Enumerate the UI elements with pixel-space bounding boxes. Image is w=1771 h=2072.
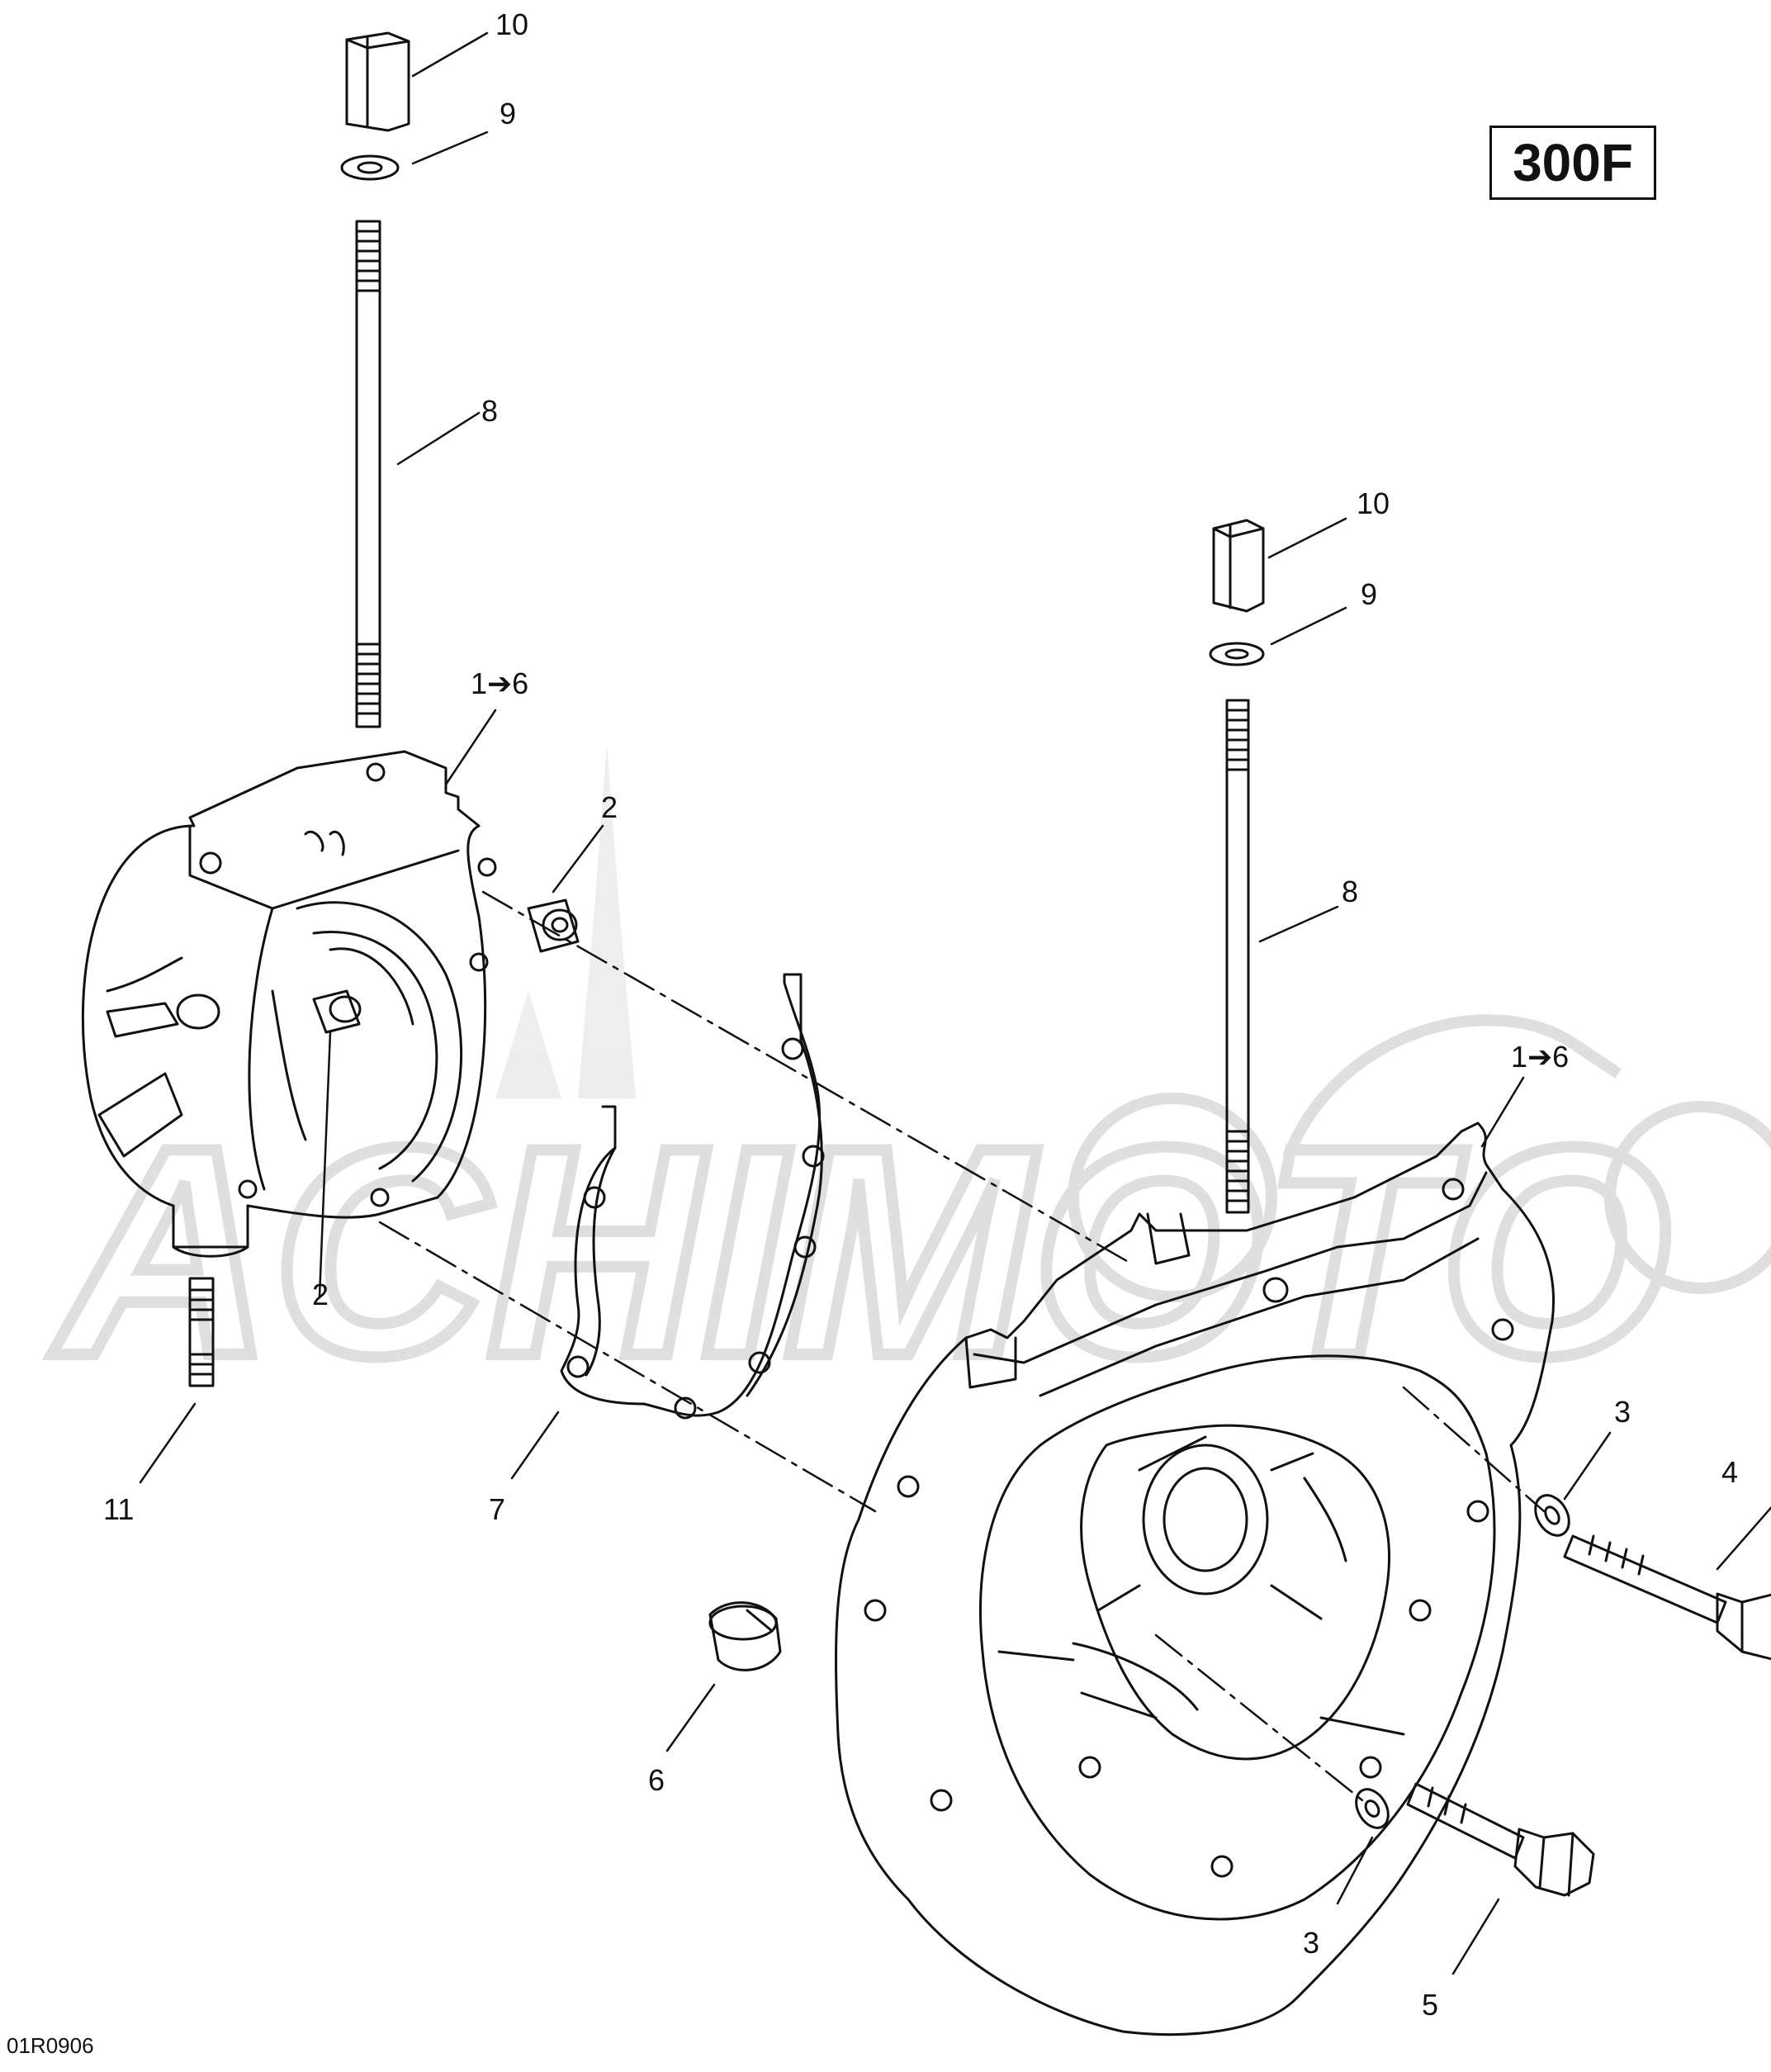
callout-6: 6 [648,1763,665,1797]
figure-code: 01R0906 [7,2033,94,2058]
callout-1to6-left: 1➔6 [471,666,528,700]
watermark-tower [495,743,636,1098]
callout-3-lower: 3 [1303,1926,1319,1960]
washer-upper-right[interactable] [1528,1489,1575,1541]
cylinder-housing-left[interactable] [81,750,497,1258]
crankcase-cover-right[interactable] [835,1121,1555,2036]
hex-nut-right[interactable] [1212,519,1265,613]
callout-1to6-right: 1➔6 [1511,1040,1569,1074]
callout-8-right: 8 [1342,875,1358,908]
callout-7: 7 [489,1492,505,1526]
washer-right[interactable] [1209,642,1265,666]
callout-9-left: 9 [500,97,516,130]
washer-left[interactable] [340,154,400,181]
stud-left[interactable] [355,220,381,728]
callout-10-left: 10 [495,7,528,41]
model-badge: 300F [1489,126,1656,200]
bolt-short[interactable] [1406,1782,1595,1897]
callout-8-left: 8 [481,394,498,428]
callout-4: 4 [1721,1455,1738,1489]
stud-small-left[interactable] [188,1277,215,1387]
callout-2-lower: 2 [312,1278,329,1311]
callout-labels: 10 9 8 1➔6 2 2 11 7 10 9 8 1➔6 3 4 6 3 5 [103,7,1738,2022]
alignment-lines [378,890,1546,1802]
washer-lower-right[interactable] [1350,1784,1395,1833]
hex-nut-left[interactable] [345,31,410,132]
watermark-motorcycle [1068,1014,1771,1302]
plug-cap[interactable] [708,1601,782,1671]
stud-right[interactable] [1225,699,1250,1214]
dowel-pin-upper[interactable] [527,898,580,953]
gasket[interactable] [560,973,825,1420]
callout-9-right: 9 [1361,577,1377,611]
callout-5: 5 [1422,1988,1438,2022]
callout-11: 11 [103,1492,134,1526]
callout-10-right: 10 [1357,486,1390,520]
watermark: ACHIMOTO [43,743,1771,1424]
callout-3-upper: 3 [1614,1395,1631,1429]
bolt-long[interactable] [1563,1534,1771,1661]
leader-lines [139,31,1771,1975]
callout-2-upper: 2 [601,790,618,824]
watermark-text: ACHIMOTO [49,1086,1671,1418]
